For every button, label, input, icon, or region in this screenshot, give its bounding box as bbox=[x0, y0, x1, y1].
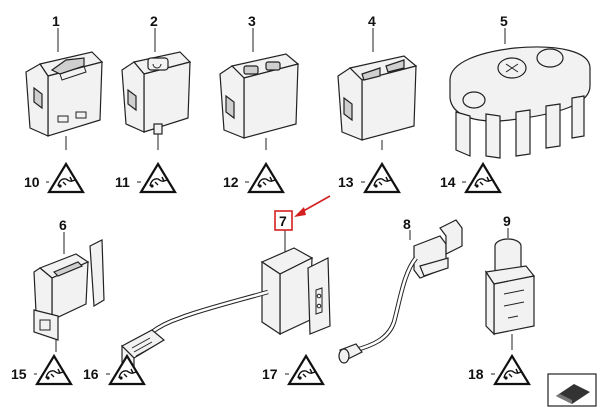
callout-2: 2 bbox=[150, 13, 158, 29]
caution-triangle-icon-15 bbox=[35, 354, 73, 386]
caution-triangle-icon-17 bbox=[287, 354, 325, 386]
callout-18: 18 bbox=[468, 366, 484, 382]
callout-5: 5 bbox=[500, 13, 508, 29]
callout-7: 7 bbox=[279, 213, 287, 229]
callout-4: 4 bbox=[368, 13, 376, 29]
part-1-switch bbox=[25, 28, 104, 150]
callout-9: 9 bbox=[503, 213, 511, 229]
part-5-switch-block bbox=[449, 28, 591, 159]
caution-triangle-icon-14 bbox=[464, 162, 502, 194]
callout-8: 8 bbox=[403, 216, 411, 232]
caution-triangle-icon-11 bbox=[139, 162, 177, 194]
part-2-switch bbox=[121, 28, 192, 150]
caution-triangle-icon-10 bbox=[47, 162, 85, 194]
callout-10: 10 bbox=[24, 174, 40, 190]
callout-14: 14 bbox=[440, 174, 456, 190]
part-4-switch bbox=[337, 28, 418, 150]
callout-15: 15 bbox=[11, 366, 27, 382]
callout-13: 13 bbox=[338, 174, 354, 190]
callout-16: 16 bbox=[83, 366, 99, 382]
callout-17: 17 bbox=[262, 366, 278, 382]
caution-triangle-icon-16 bbox=[108, 354, 146, 386]
caution-triangle-icon-13 bbox=[363, 162, 401, 194]
caution-triangle-icon-18 bbox=[493, 354, 531, 386]
highlight-arrow-icon bbox=[294, 195, 331, 217]
part-9-plunger-switch bbox=[484, 228, 536, 350]
callout-1: 1 bbox=[52, 13, 60, 29]
caution-triangle-icon-12 bbox=[247, 162, 285, 194]
part-8-sensor-cable bbox=[338, 219, 463, 364]
callout-3: 3 bbox=[248, 13, 256, 29]
part-6-switch bbox=[33, 232, 105, 352]
highlight-box bbox=[274, 210, 293, 231]
part-7-sensor-with-harness bbox=[121, 230, 331, 374]
part-3-switch bbox=[219, 28, 300, 150]
callout-12: 12 bbox=[223, 174, 239, 190]
callout-11: 11 bbox=[115, 174, 130, 190]
callout-6: 6 bbox=[59, 217, 67, 233]
page-corner-icon bbox=[547, 373, 597, 407]
